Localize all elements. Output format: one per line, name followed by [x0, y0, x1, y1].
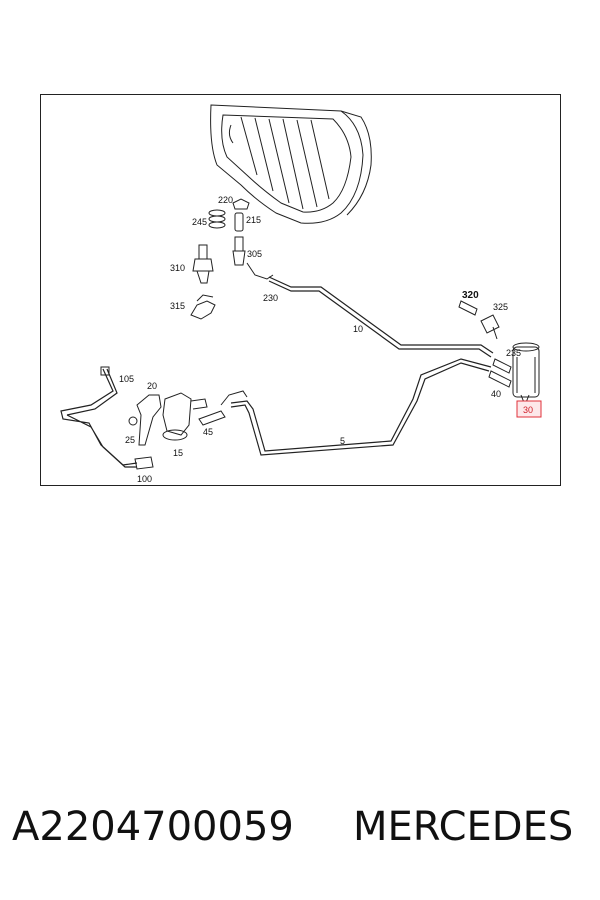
callout-40: 40	[491, 389, 501, 399]
callout-315: 315	[170, 301, 185, 311]
callout-230: 230	[263, 293, 278, 303]
highlighted-part-30: 30	[516, 400, 542, 418]
callout-15: 15	[173, 448, 183, 458]
callout-215: 215	[246, 215, 261, 225]
parts-diagram-drawing: 5 10 15 20 25 30 40 45 100 105 215 220 2…	[60, 104, 542, 484]
fuel-line-100-end	[100, 366, 154, 470]
callout-100: 100	[137, 474, 152, 484]
fuel-tank-drawing	[210, 104, 372, 224]
callout-10: 10	[353, 324, 363, 334]
parts-diagram: 5 10 15 20 25 30 40 45 100 105 215 220 2…	[40, 94, 561, 486]
brand-name: MERCEDES	[353, 804, 574, 850]
caption-bar: A2204700059 MERCEDES	[0, 800, 600, 870]
callout-310: 310	[170, 263, 185, 273]
callout-220: 220	[218, 195, 233, 205]
fuel-line-100	[60, 368, 138, 468]
callout-30-highlight	[516, 400, 542, 418]
fuel-line-10	[268, 276, 494, 358]
part-number: A2204700059	[12, 804, 294, 850]
callout-320: 320	[462, 290, 479, 301]
callout-20: 20	[147, 381, 157, 391]
callout-25: 25	[125, 435, 135, 445]
callout-45: 45	[203, 427, 213, 437]
callout-105: 105	[119, 374, 134, 384]
callout-30: 30	[523, 405, 533, 415]
callout-305: 305	[247, 249, 262, 259]
callout-235: 235	[506, 348, 521, 358]
pump-assembly-drawing	[128, 300, 540, 446]
fuel-line-5	[230, 358, 492, 456]
callout-245: 245	[192, 217, 207, 227]
callout-5: 5	[340, 436, 345, 446]
callout-325: 325	[493, 302, 508, 312]
